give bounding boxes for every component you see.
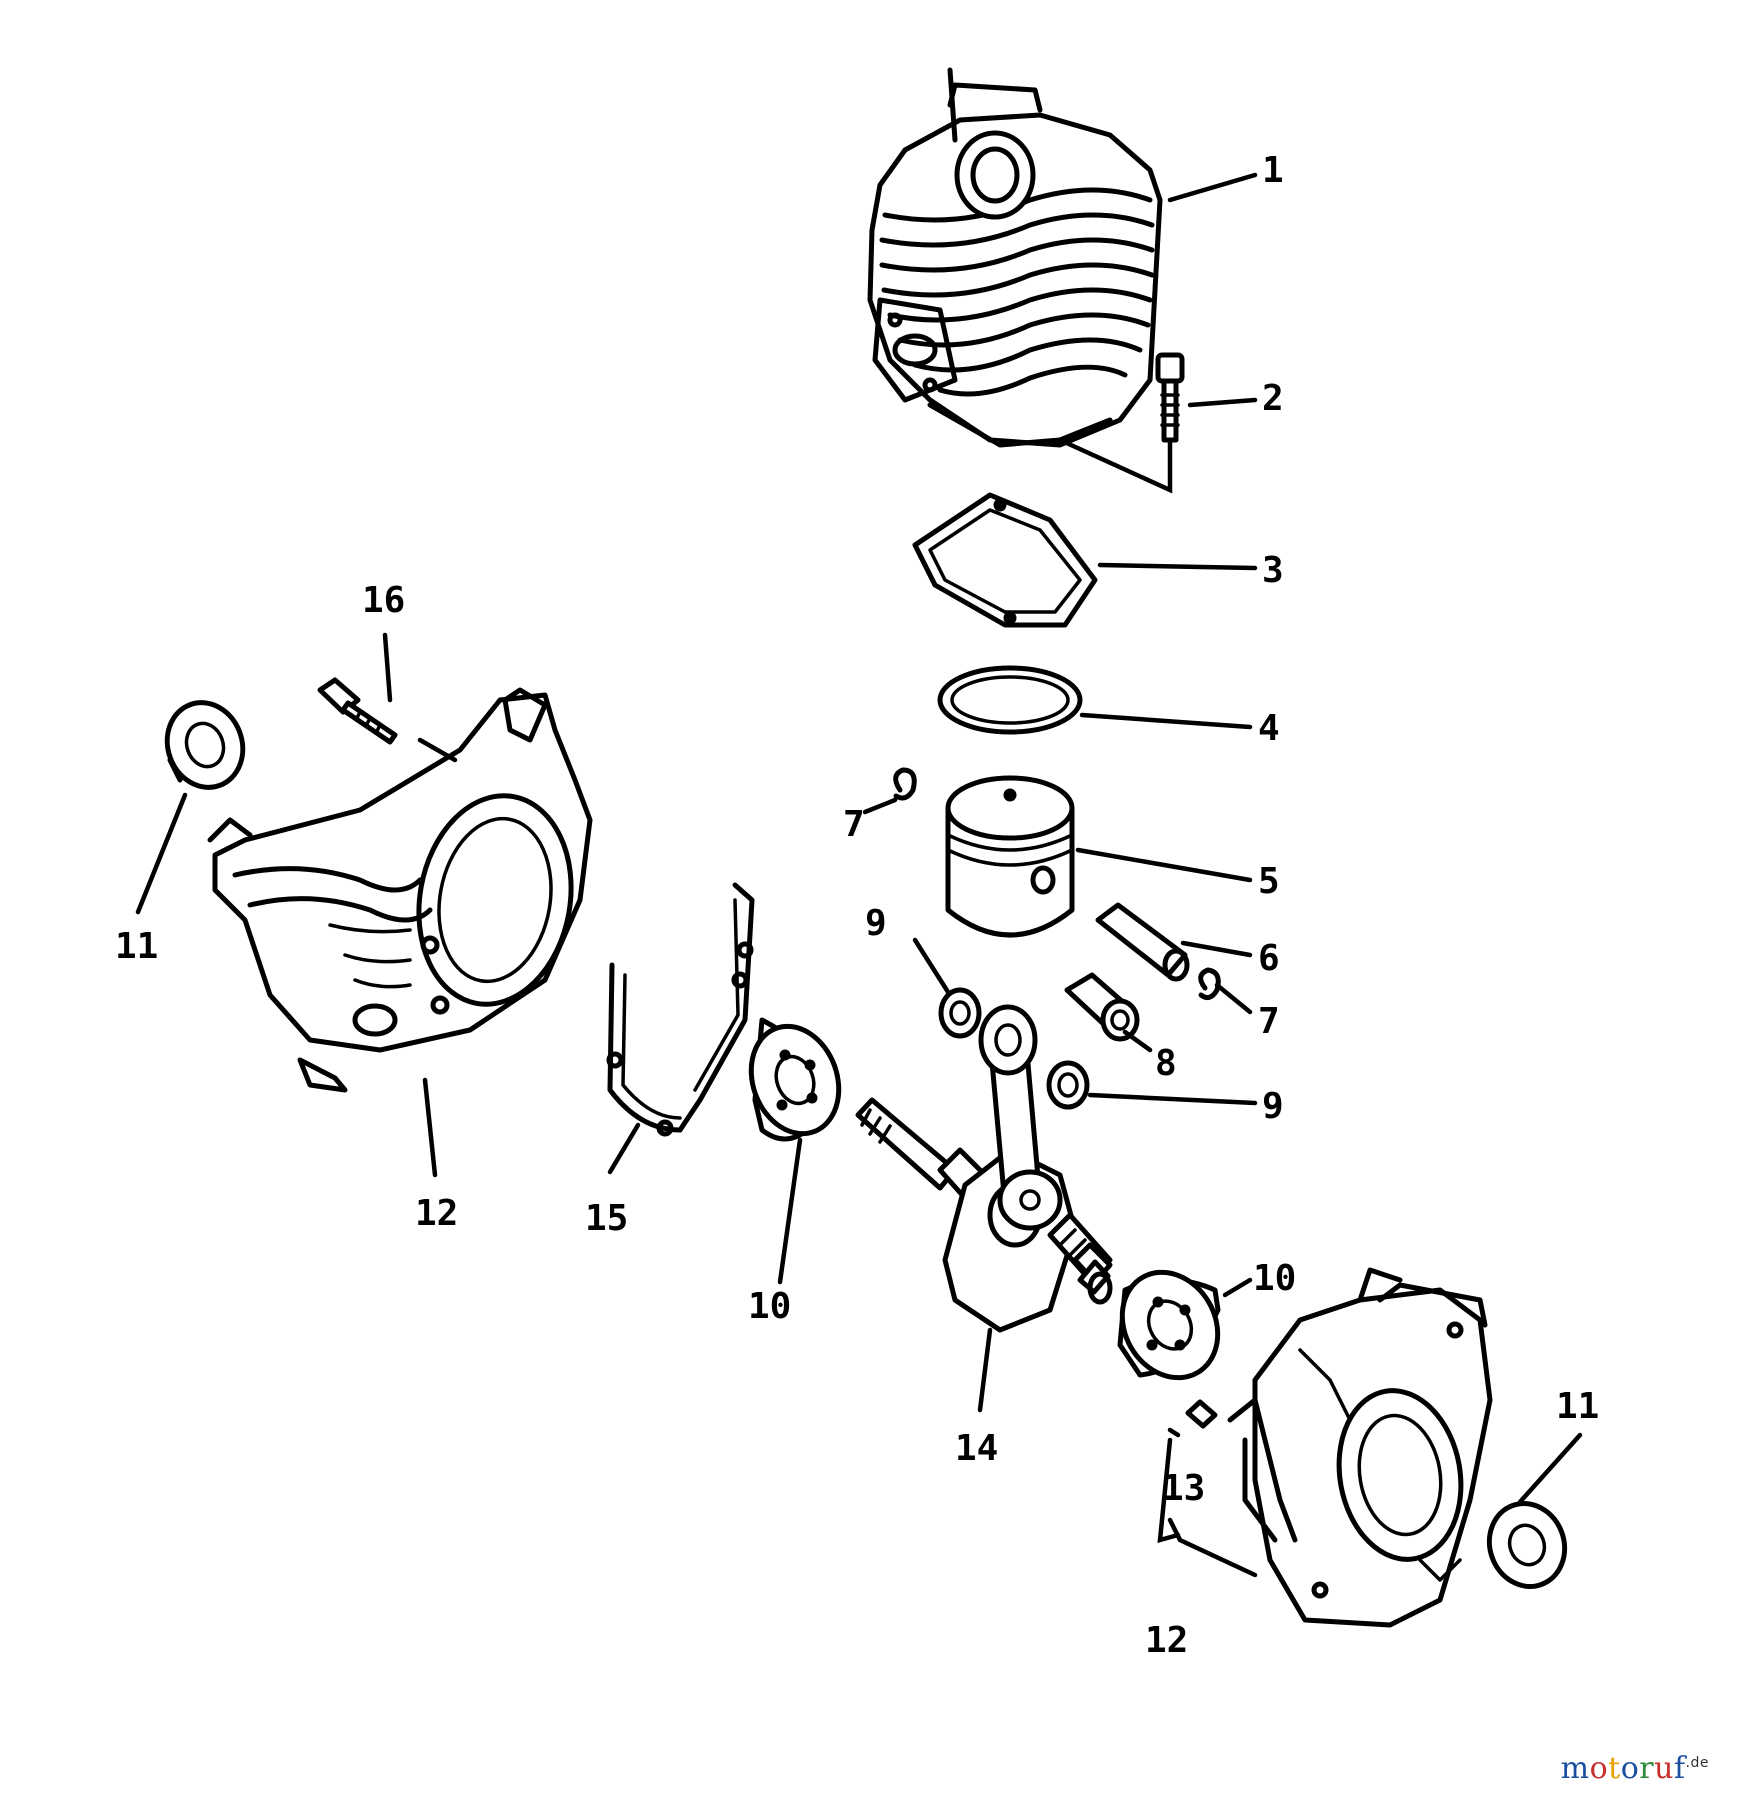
crankcase-half-left-part	[207, 687, 593, 1093]
callout-labels: 1 2 3 4 5 6 7 7 8 9 9 10 10 11 11 12 12 …	[115, 150, 1599, 1661]
thrust-washer-part-left	[938, 987, 982, 1039]
circlip-part-left	[893, 767, 917, 801]
callout-13: 13	[1162, 1468, 1205, 1509]
callout-1: 1	[1262, 150, 1284, 191]
crankcase-gasket-part	[606, 882, 755, 1137]
needle-bearing-part	[1064, 972, 1140, 1042]
watermark-letter: m	[1560, 1751, 1590, 1786]
ball-bearing-part-left	[748, 1017, 842, 1142]
piston-part	[945, 775, 1075, 938]
callout-10-left: 10	[748, 1286, 791, 1327]
callout-11-right: 11	[1556, 1386, 1599, 1427]
cylinder-part	[867, 67, 1163, 448]
callout-8: 8	[1155, 1043, 1177, 1084]
callout-9-right: 9	[1262, 1086, 1284, 1127]
callout-16: 16	[362, 580, 405, 621]
piston-ring-part	[937, 665, 1083, 735]
cylinder-gasket-part	[912, 492, 1098, 628]
watermark-letter: f	[1673, 1751, 1686, 1786]
callout-14: 14	[955, 1428, 998, 1469]
callout-15: 15	[585, 1198, 628, 1239]
circlip-part-right	[1198, 967, 1221, 1001]
callout-4: 4	[1258, 708, 1280, 749]
callout-2: 2	[1262, 378, 1284, 419]
watermark-logo: motoruf.de	[1561, 1751, 1709, 1786]
ball-bearing-part-right	[1117, 1269, 1221, 1381]
crankcase-half-right-part	[1227, 1267, 1493, 1628]
callout-7-left: 7	[843, 804, 865, 845]
watermark-letter: r	[1639, 1751, 1655, 1786]
watermark-tld: .de	[1685, 1755, 1709, 1771]
watermark-letter: o	[1620, 1751, 1640, 1786]
crankcase-screw-part	[317, 677, 398, 745]
callout-5: 5	[1258, 861, 1280, 902]
callout-7-right: 7	[1258, 1001, 1280, 1042]
callout-3: 3	[1262, 550, 1284, 591]
callout-6: 6	[1258, 938, 1280, 979]
callout-11-left: 11	[115, 926, 158, 967]
callout-12-left: 12	[415, 1193, 458, 1234]
piston-pin-part	[1095, 902, 1190, 982]
oil-seal-part-right	[1486, 1501, 1568, 1589]
cylinder-bolt-part	[1155, 352, 1185, 443]
thrust-washer-part-right	[1046, 1060, 1090, 1110]
watermark-letter: t	[1608, 1751, 1621, 1786]
callout-9-left: 9	[865, 903, 887, 944]
callout-10-right: 10	[1253, 1258, 1296, 1299]
dowel-pin-part	[1185, 1399, 1218, 1429]
watermark-letter: o	[1589, 1751, 1609, 1786]
watermark-letter: u	[1654, 1751, 1674, 1786]
crankshaft-part	[855, 1004, 1113, 1333]
callout-12-right: 12	[1145, 1620, 1188, 1661]
oil-seal-part-left	[164, 700, 246, 790]
leader-lines	[135, 172, 1583, 1578]
